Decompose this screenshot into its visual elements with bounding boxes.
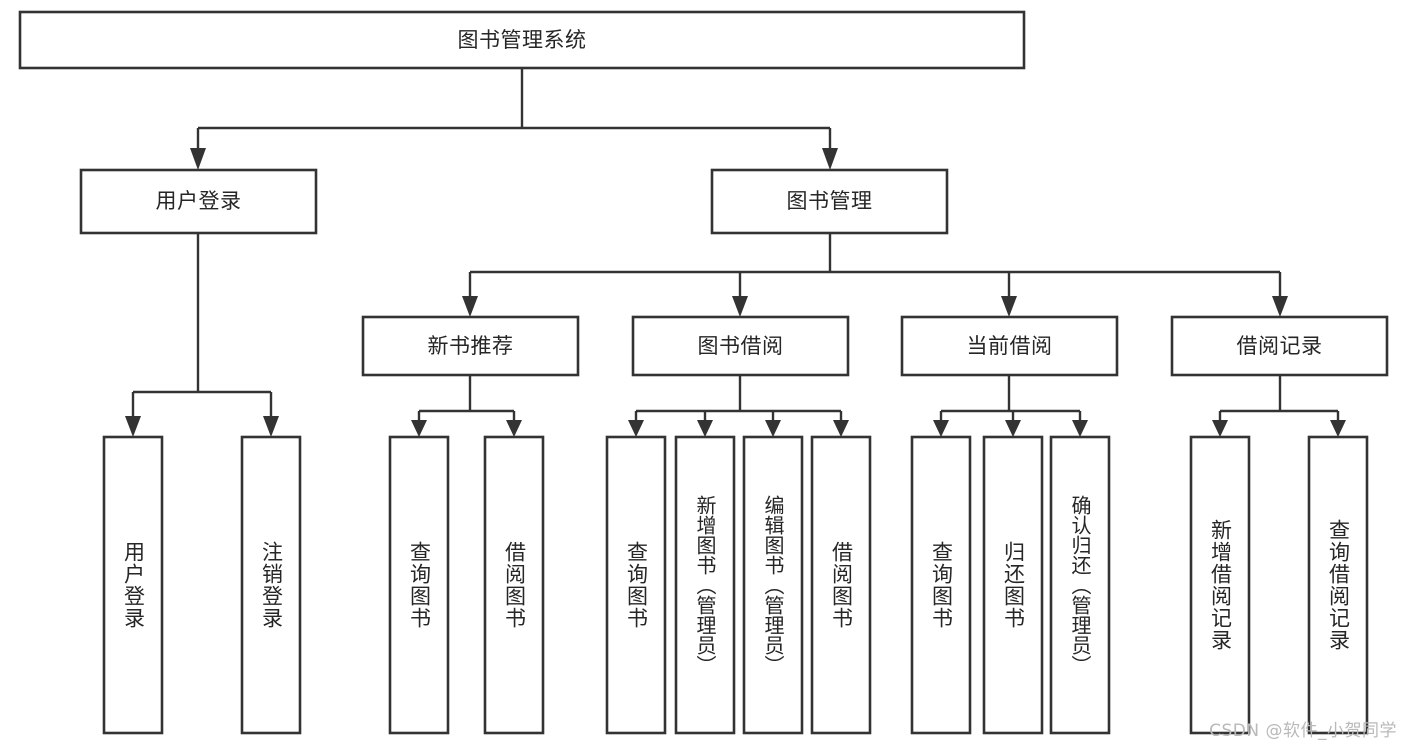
node-box-leaf-1[interactable]: [240, 435, 302, 735]
node-box-book-management[interactable]: [710, 168, 949, 235]
node-box-leaf-3[interactable]: [483, 435, 545, 735]
node-box-new-book-recommend[interactable]: [361, 315, 580, 377]
node-box-leaf-8[interactable]: [910, 435, 972, 735]
connector-root-to-level2: [190, 68, 838, 170]
watermark-text: CSDN @软件_小贺同学: [1209, 721, 1397, 741]
node-box-leaf-4[interactable]: [605, 435, 667, 735]
node-box-borrow-record[interactable]: [1170, 315, 1389, 377]
node-box-leaf-10[interactable]: [1049, 435, 1111, 735]
node-box-leaf-6[interactable]: [742, 435, 804, 735]
node-box-current-borrow[interactable]: [900, 315, 1119, 377]
connector-userlogin-to-leaves: [125, 233, 279, 437]
connector-newbook-to-leaves: [411, 375, 522, 437]
connector-bookmgmt-to-level3: [462, 233, 1288, 317]
connector-bookborrow-to-leaves: [628, 375, 849, 437]
node-box-leaf-12[interactable]: [1307, 435, 1369, 735]
node-box-leaf-0[interactable]: [102, 435, 164, 735]
node-box-user-login[interactable]: [79, 168, 318, 235]
connector-currentborrow-to-leaves: [933, 375, 1088, 437]
node-box-leaf-7[interactable]: [810, 435, 872, 735]
node-box-leaf-11[interactable]: [1189, 435, 1251, 735]
node-box-root[interactable]: [18, 10, 1026, 70]
connector-borrowrecord-to-leaves: [1212, 375, 1346, 437]
node-box-leaf-2[interactable]: [388, 435, 450, 735]
node-box-leaf-9[interactable]: [982, 435, 1044, 735]
node-box-leaf-5[interactable]: [674, 435, 736, 735]
node-box-book-borrow[interactable]: [631, 315, 850, 377]
